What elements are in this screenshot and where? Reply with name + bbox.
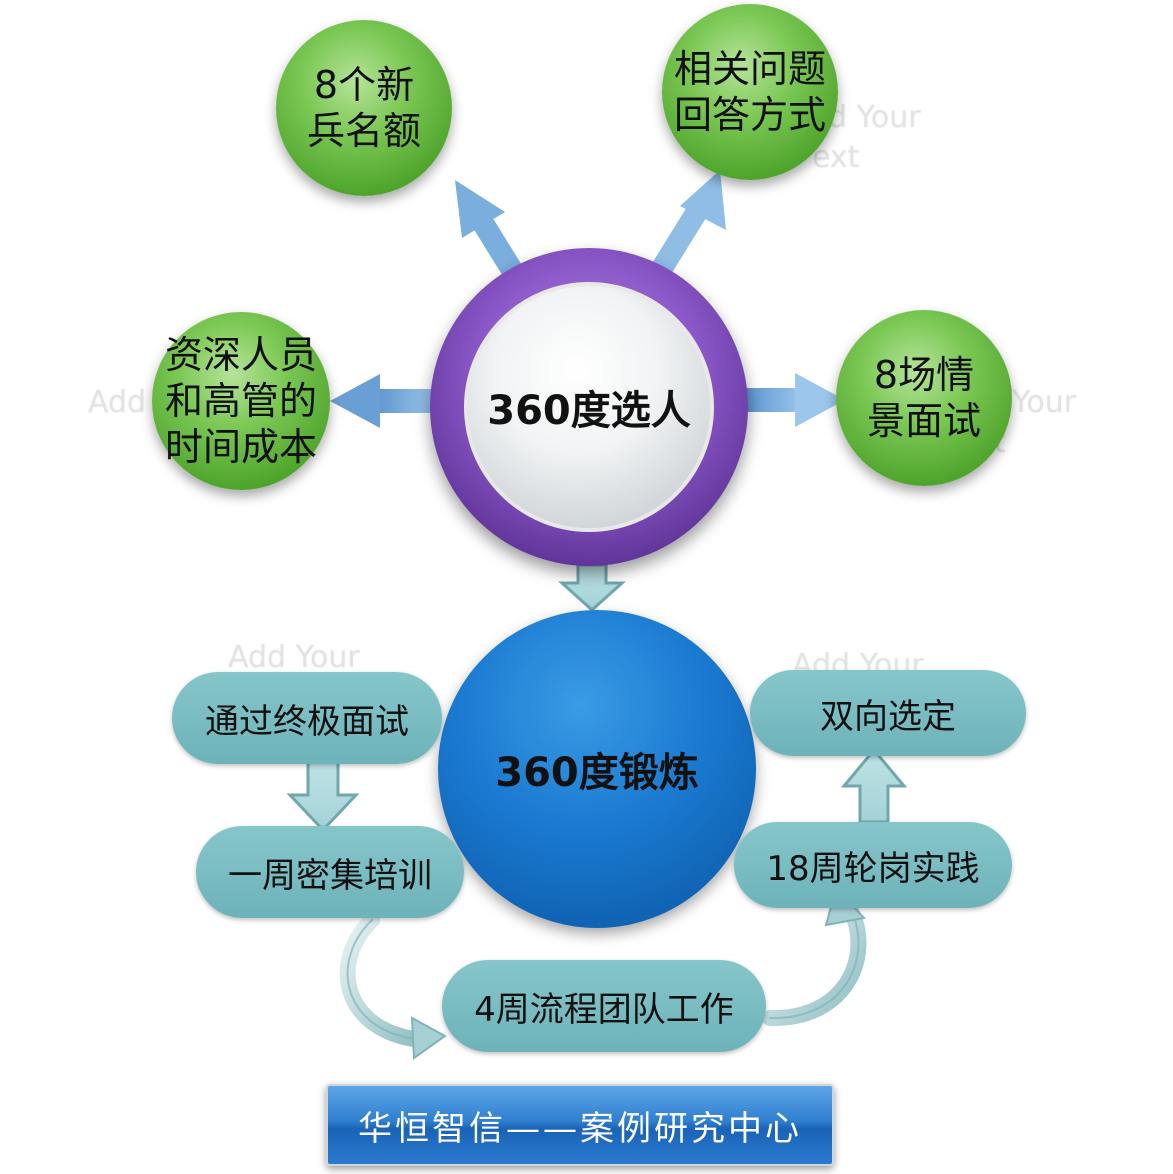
- hub-train-label: 360度锻炼: [495, 750, 699, 796]
- arrow-rotation-to-mutual: [840, 747, 908, 824]
- step-rotation: 18周轮岗实践: [734, 822, 1012, 908]
- ghost-text-left: Add: [88, 385, 147, 420]
- arrow-to-right: [745, 373, 845, 427]
- step-pass-label: 通过终极面试: [205, 701, 409, 742]
- outcome-left: 资深人员 和高管的 时间成本: [152, 312, 330, 490]
- ghost-text-top-right-2: ext: [812, 140, 860, 175]
- hub-train: 360度锻炼: [438, 610, 756, 928]
- hub-select-inner: 360度选人: [464, 282, 714, 532]
- step-mutual-label: 双向选定: [820, 696, 956, 737]
- outcome-right: 8场情 景面试: [836, 310, 1012, 486]
- outcome-top-left-label: 8个新 兵名额: [306, 63, 421, 153]
- arrow-intensive-to-team: [339, 912, 447, 1060]
- arrow-to-top-left: [455, 180, 522, 276]
- footer-label: 华恒智信——案例研究中心: [358, 1108, 802, 1149]
- ghost-text-top-right-1: d Your: [828, 100, 921, 135]
- step-team-label: 4周流程团队工作: [474, 989, 734, 1030]
- step-team: 4周流程团队工作: [442, 960, 766, 1052]
- step-pass: 通过终极面试: [172, 672, 442, 764]
- arrow-to-left: [330, 374, 435, 428]
- arrow-to-top-right: [652, 170, 726, 274]
- outcome-left-label: 资深人员 和高管的 时间成本: [164, 333, 317, 469]
- step-mutual: 双向选定: [750, 670, 1026, 756]
- step-intensive: 一周密集培训: [196, 826, 464, 918]
- hub-select: 360度选人: [430, 248, 748, 566]
- outcome-top-right: 相关问题 回答方式: [662, 4, 838, 180]
- ghost-text-right-1: Your: [1012, 385, 1077, 420]
- step-intensive-label: 一周密集培训: [228, 855, 432, 896]
- outcome-right-label: 8场情 景面试: [866, 353, 981, 443]
- footer-banner: 华恒智信——案例研究中心: [326, 1084, 834, 1166]
- outcome-top-left: 8个新 兵名额: [276, 20, 452, 196]
- step-rotation-label: 18周轮岗实践: [766, 848, 980, 889]
- arrow-hub-down: [558, 563, 626, 613]
- hub-select-label: 360度选人: [487, 388, 691, 434]
- outcome-top-right-label: 相关问题 回答方式: [673, 47, 826, 137]
- arrow-pass-to-intensive: [286, 760, 360, 833]
- ghost-text-bottom-left: Add Your: [228, 640, 360, 675]
